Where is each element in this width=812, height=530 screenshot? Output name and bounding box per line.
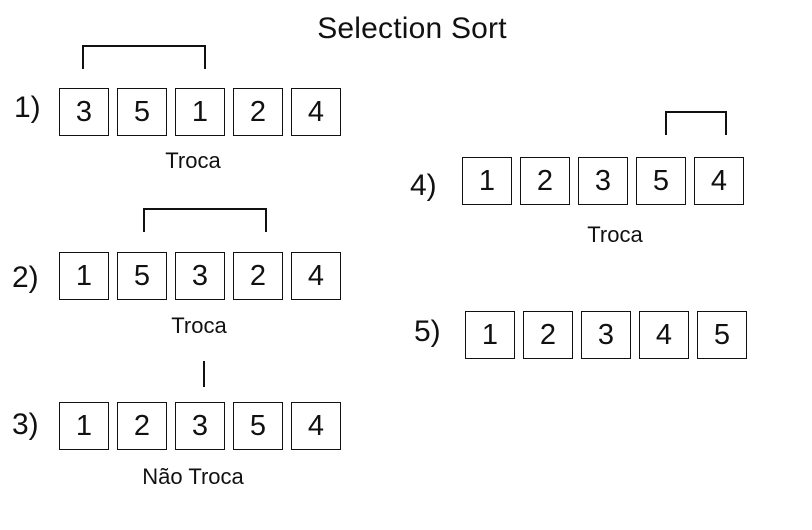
array-cells: 3 5 1 2 4 [59, 88, 341, 136]
step-label: 1) [14, 91, 41, 124]
step-label: 4) [410, 169, 437, 202]
array-cell: 1 [175, 88, 225, 136]
array-cell: 5 [233, 402, 283, 450]
diagram-title: Selection Sort [317, 12, 507, 45]
step-label: 2) [12, 261, 39, 294]
step-caption: Troca [587, 222, 643, 247]
no-swap-marker [203, 361, 205, 387]
array-cells: 1 2 3 5 4 [59, 402, 341, 450]
array-cells: 1 2 3 4 5 [465, 311, 747, 359]
array-cell: 5 [636, 157, 686, 205]
step-label: 5) [414, 315, 441, 348]
array-cell: 4 [291, 402, 341, 450]
step-caption: Não Troca [142, 464, 244, 489]
array-cell: 5 [697, 311, 747, 359]
array-cell: 3 [578, 157, 628, 205]
array-cell: 3 [581, 311, 631, 359]
swap-bracket [665, 111, 727, 135]
array-cell: 1 [465, 311, 515, 359]
array-cell: 1 [59, 252, 109, 300]
swap-bracket [82, 45, 206, 69]
array-cell: 2 [523, 311, 573, 359]
step-caption: Troca [171, 313, 227, 338]
array-cell: 5 [117, 252, 167, 300]
step-label: 3) [12, 408, 39, 441]
swap-bracket [143, 208, 267, 232]
array-cell: 1 [462, 157, 512, 205]
array-cell: 2 [117, 402, 167, 450]
array-cell: 3 [59, 88, 109, 136]
array-cell: 4 [291, 88, 341, 136]
array-cell: 1 [59, 402, 109, 450]
array-cell: 4 [291, 252, 341, 300]
step-caption: Troca [165, 148, 221, 173]
array-cells: 1 2 3 5 4 [462, 157, 744, 205]
array-cell: 2 [520, 157, 570, 205]
array-cell: 4 [694, 157, 744, 205]
array-cells: 1 5 3 2 4 [59, 252, 341, 300]
array-cell: 4 [639, 311, 689, 359]
array-cell: 3 [175, 252, 225, 300]
array-cell: 2 [233, 88, 283, 136]
array-cell: 5 [117, 88, 167, 136]
array-cell: 3 [175, 402, 225, 450]
array-cell: 2 [233, 252, 283, 300]
